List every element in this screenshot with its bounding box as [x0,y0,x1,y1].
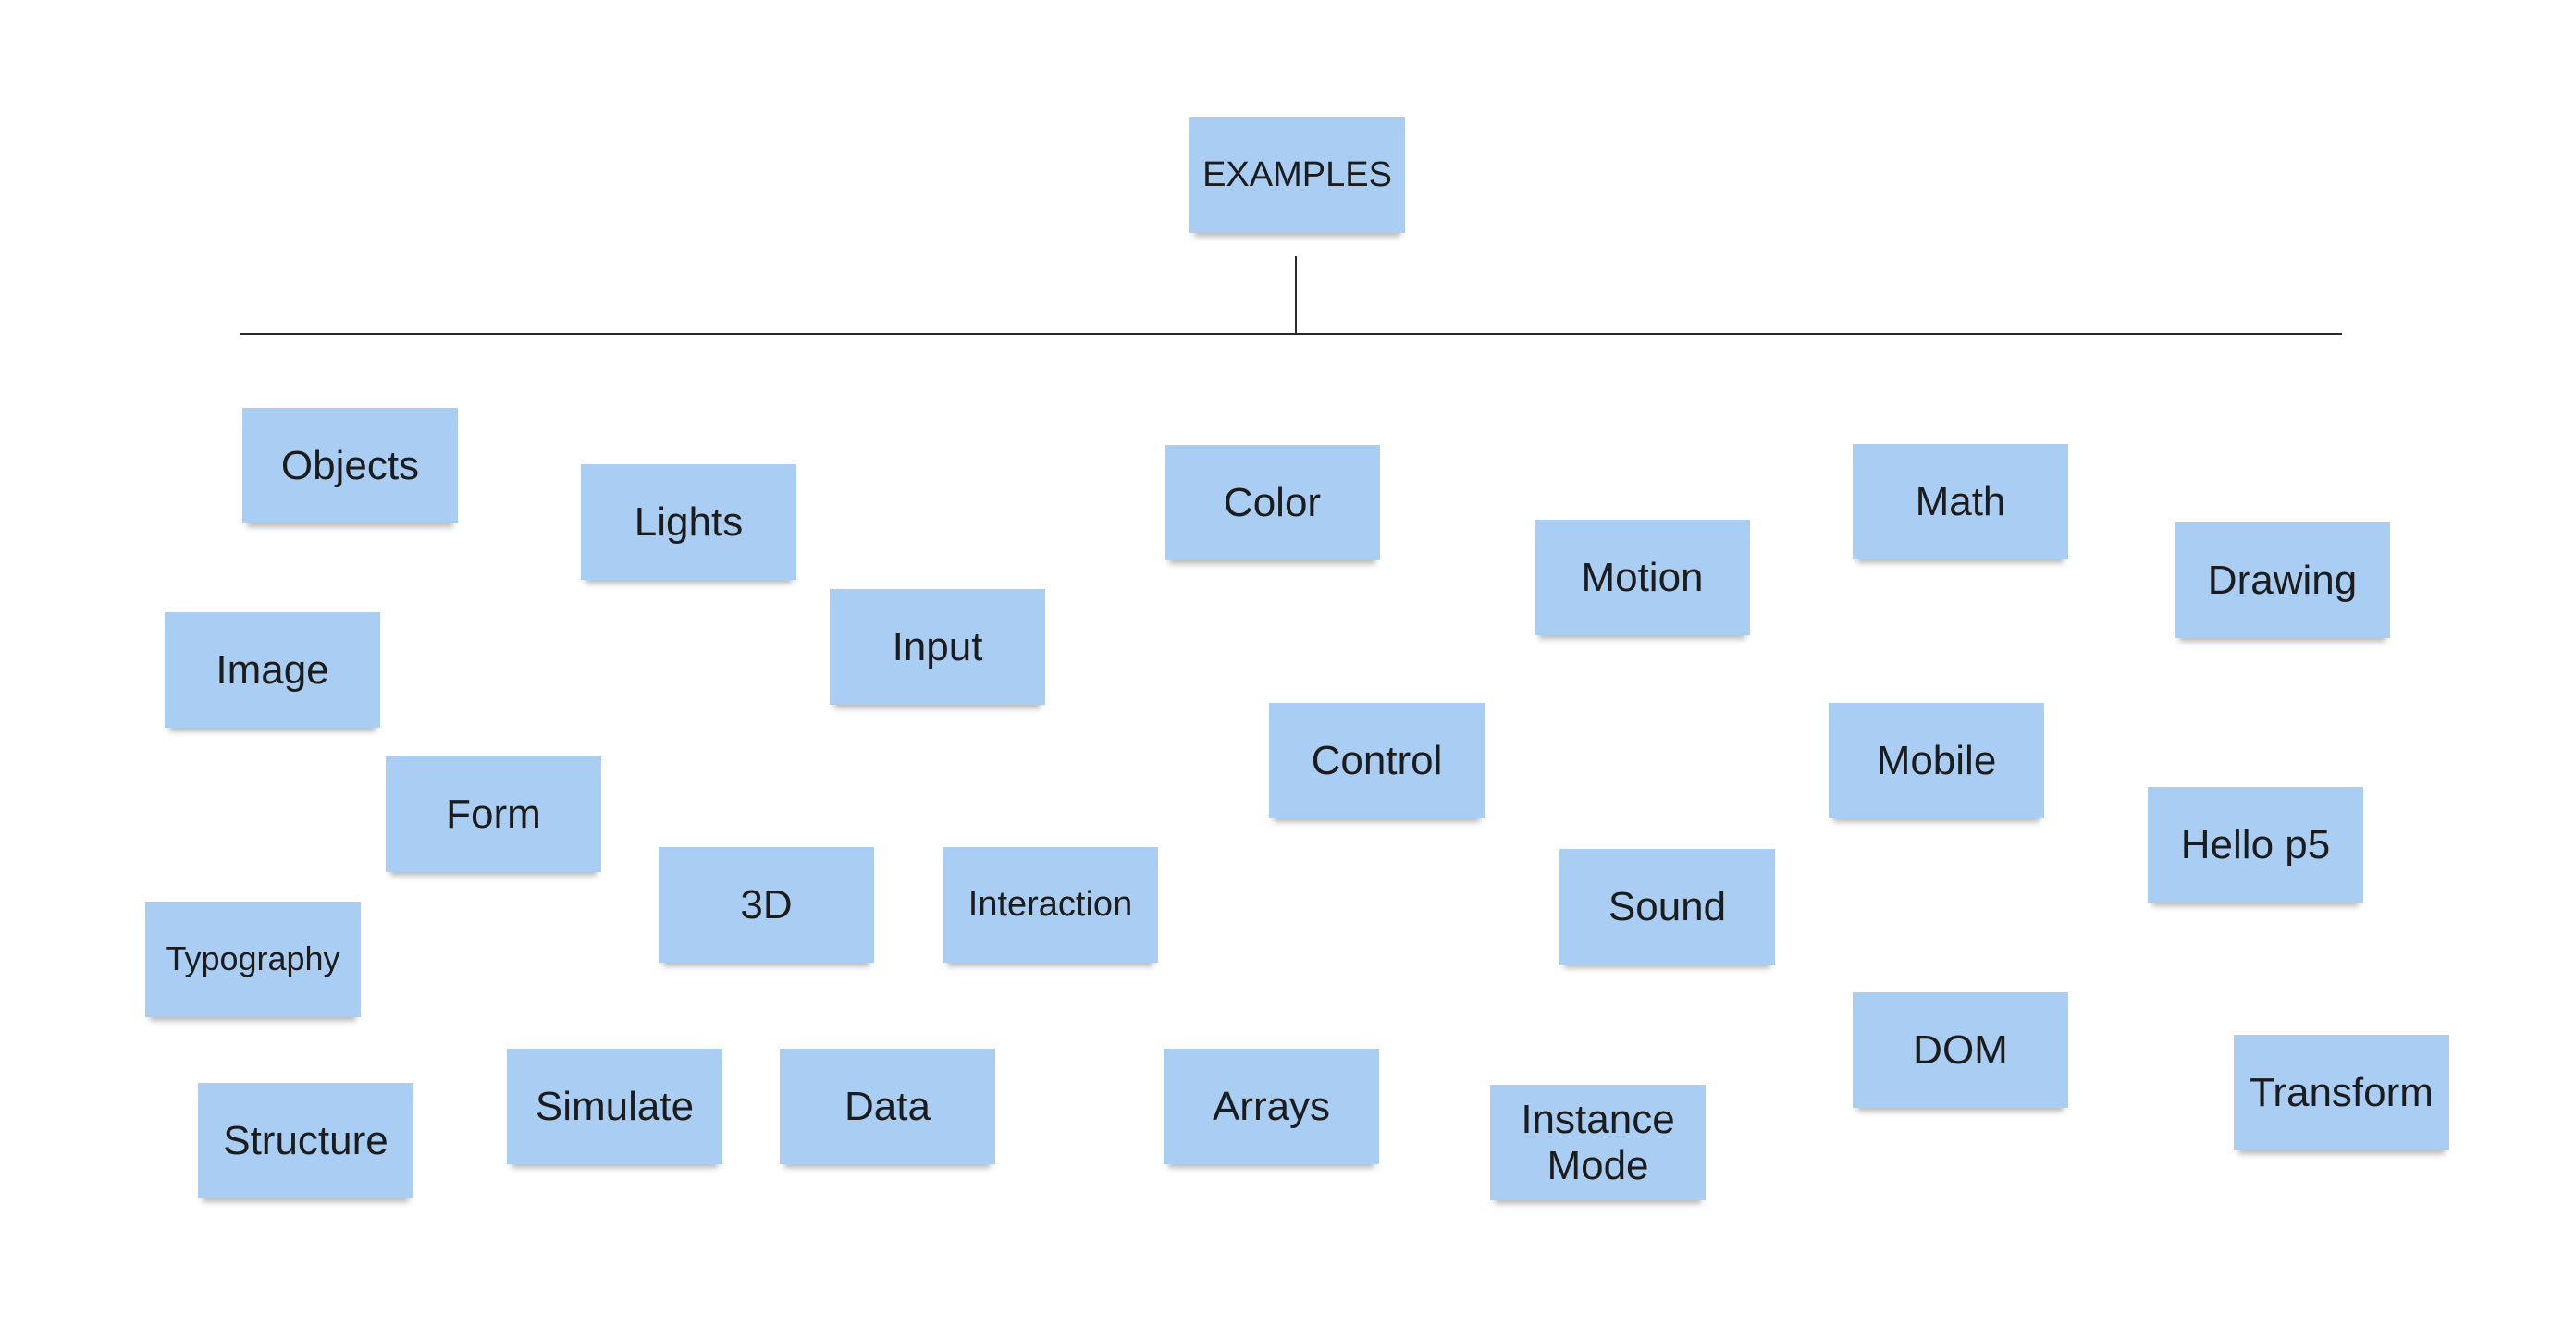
note-drawing[interactable]: Drawing [2175,522,2390,638]
note-motion[interactable]: Motion [1535,520,1750,635]
note-typography[interactable]: Typography [145,902,361,1017]
note-examples[interactable]: EXAMPLES [1189,117,1405,233]
note-dom[interactable]: DOM [1853,992,2068,1108]
root-connector-line [1295,256,1297,334]
branch-line [240,333,2342,335]
note-color[interactable]: Color [1165,445,1380,560]
note-instance-mode[interactable]: Instance Mode [1490,1085,1706,1200]
note-image[interactable]: Image [165,612,380,728]
note-structure[interactable]: Structure [198,1083,413,1198]
note-input[interactable]: Input [830,589,1045,705]
note-arrays[interactable]: Arrays [1164,1049,1379,1164]
note-data[interactable]: Data [780,1049,995,1164]
note-lights[interactable]: Lights [581,464,796,580]
note-hello-p5[interactable]: Hello p5 [2148,787,2363,903]
note-simulate[interactable]: Simulate [507,1049,722,1164]
note-math[interactable]: Math [1853,444,2068,559]
note-form[interactable]: Form [386,756,601,872]
note-interaction[interactable]: Interaction [943,847,1158,963]
note-control[interactable]: Control [1269,703,1485,818]
note-sound[interactable]: Sound [1559,849,1775,965]
note-transform[interactable]: Transform [2234,1035,2449,1150]
note-objects[interactable]: Objects [242,408,458,523]
note-mobile[interactable]: Mobile [1829,703,2044,818]
note-3d[interactable]: 3D [659,847,874,963]
